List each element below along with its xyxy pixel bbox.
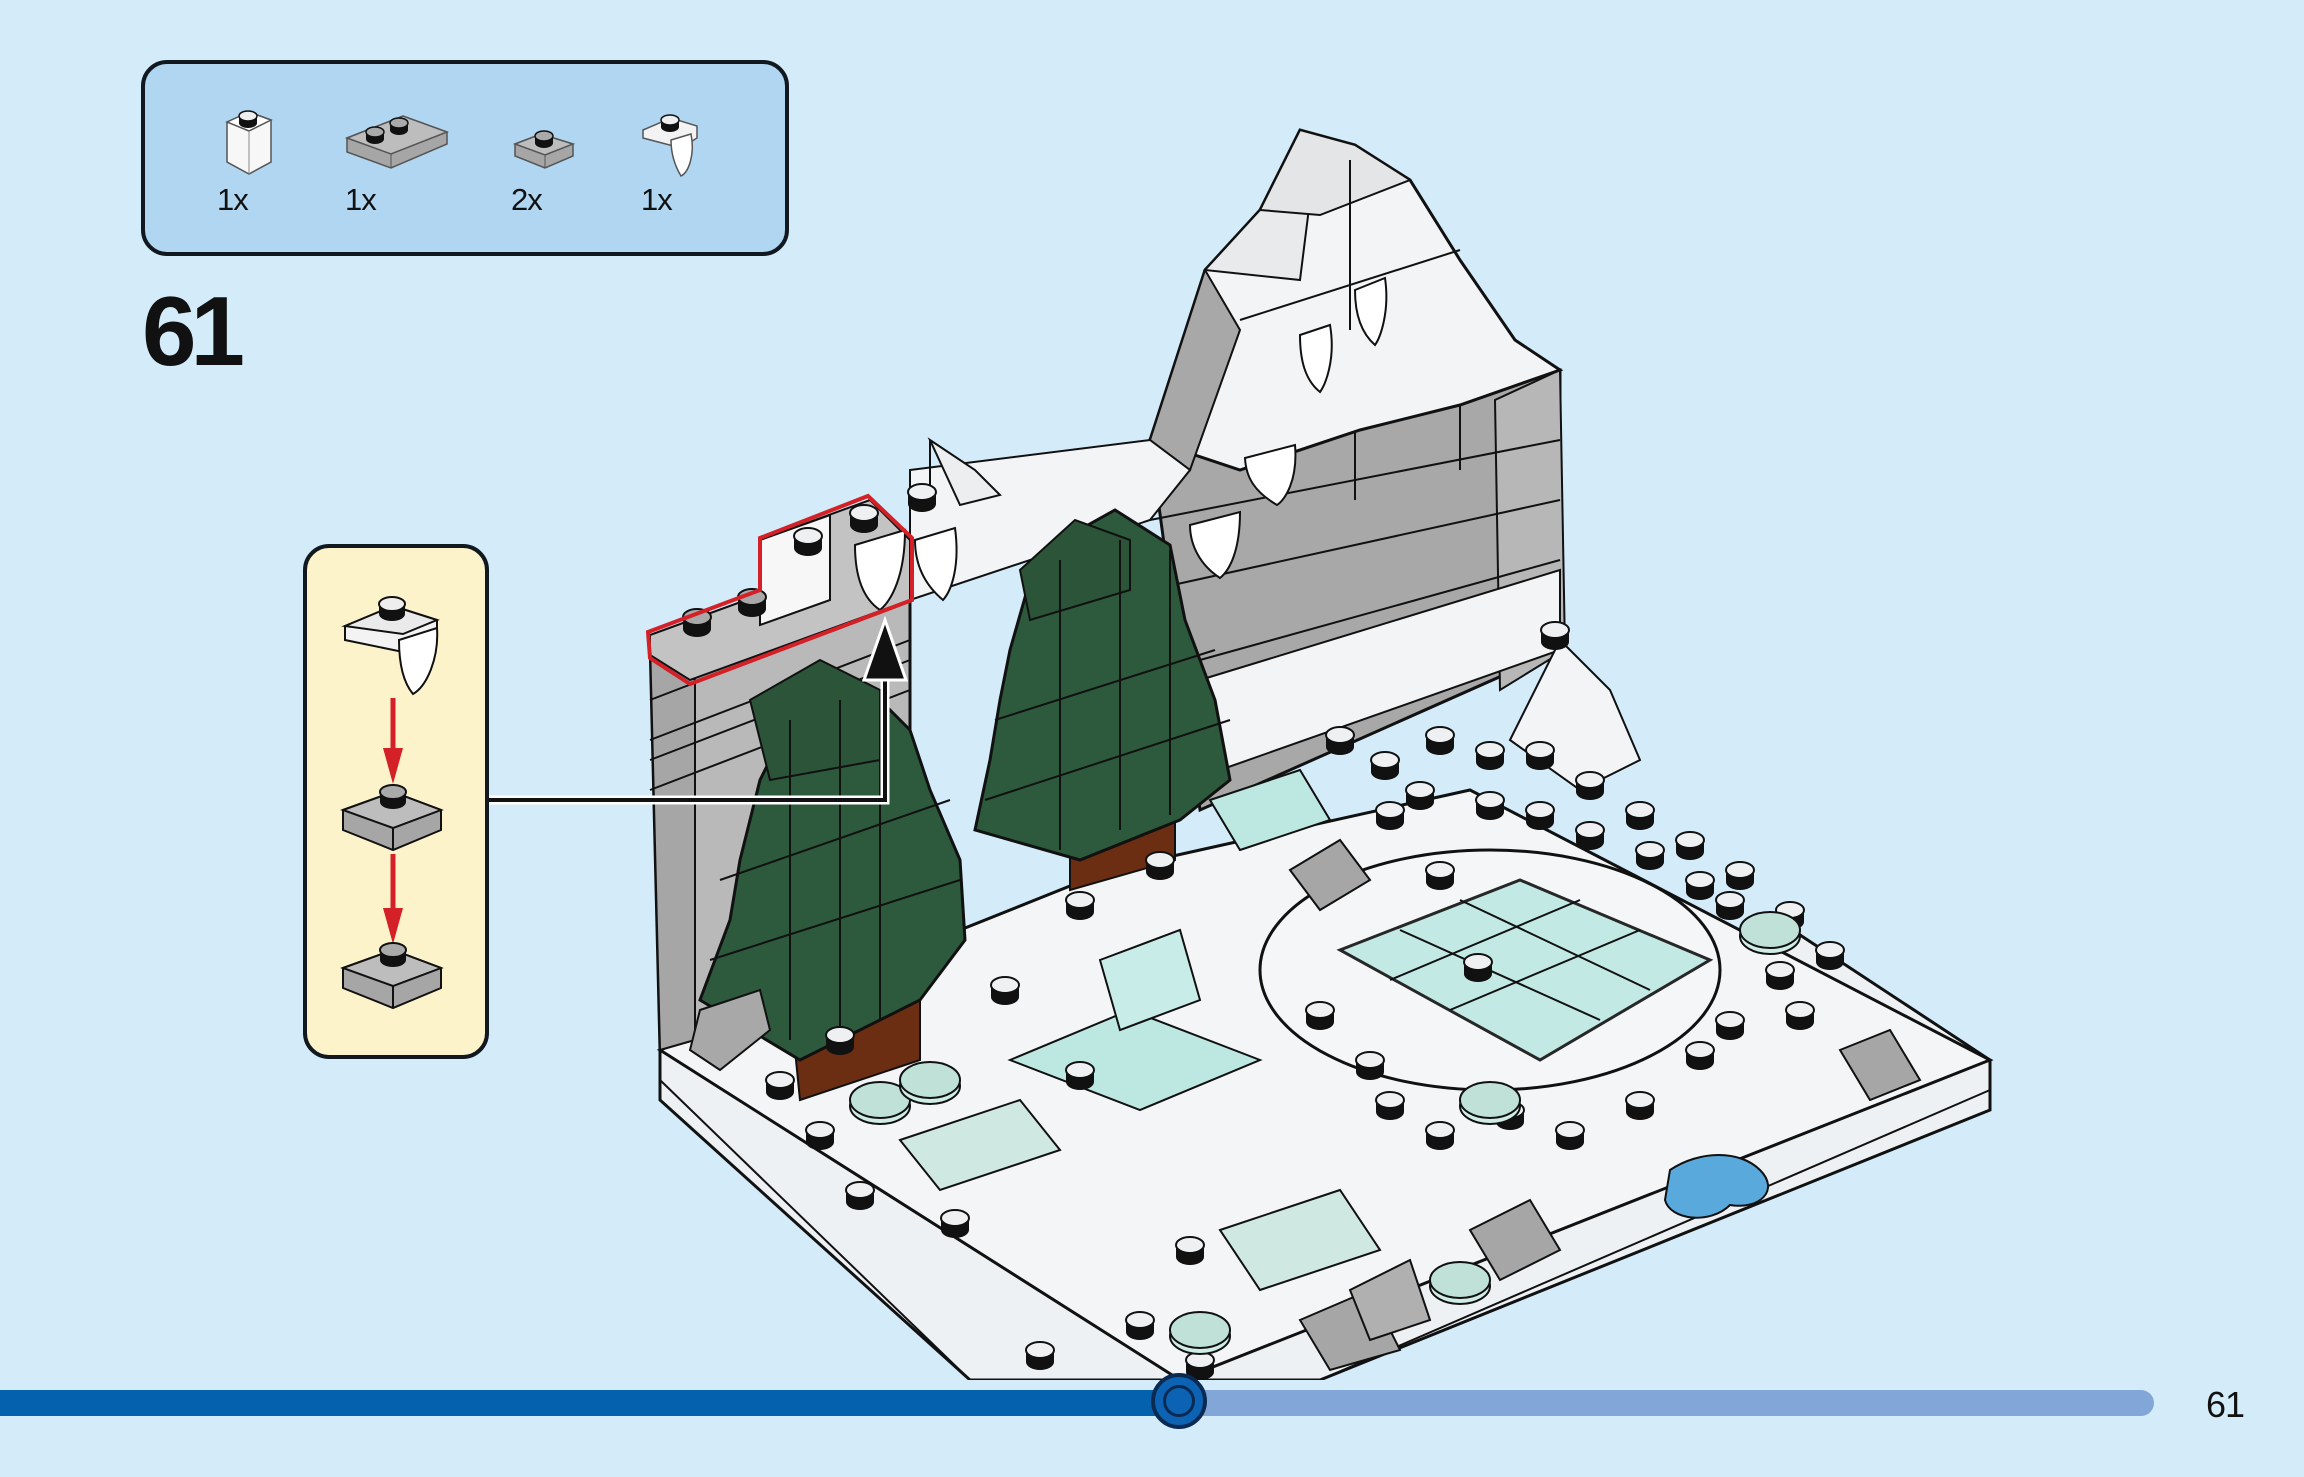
parts-list-callout: 1x 1x 2x	[141, 60, 789, 256]
part-white-brick-1x1: 1x	[217, 104, 327, 234]
progress-knob-ring	[1163, 1385, 1195, 1417]
gray-plate-1x1-icon	[340, 784, 444, 852]
page-number: 61	[2206, 1384, 2245, 1425]
ice-pond	[898, 768, 1770, 1292]
rock-wall	[1148, 128, 1567, 813]
white-tooth-plate-icon	[642, 114, 698, 177]
part-gray-plate-1x2: 1x	[345, 104, 455, 234]
progress-knob	[1151, 1373, 1207, 1429]
part-quantity: 1x	[217, 182, 249, 217]
tree-right	[973, 508, 1232, 892]
part-quantity: 1x	[345, 182, 377, 217]
water-puddle	[1663, 1154, 1770, 1219]
part-white-plate-tooth: 1x	[641, 104, 751, 234]
progress-fill	[0, 1390, 1180, 1416]
red-arrow-icon	[383, 698, 403, 784]
tree-left	[688, 658, 967, 1102]
part-quantity: 1x	[641, 182, 673, 217]
subassembly-callout	[303, 544, 489, 1059]
arrow-up-icon	[861, 615, 909, 682]
subassembly-steps	[340, 596, 444, 1010]
gray-plate-1x1-icon	[340, 942, 444, 1010]
new-parts-highlight	[645, 493, 914, 687]
gray-plate-1x2-icon	[345, 115, 450, 169]
gray-slopes	[1288, 638, 1922, 1372]
white-brick-1x1-icon	[225, 110, 273, 175]
model-illustration	[489, 128, 1994, 1380]
red-arrow-icon	[383, 854, 403, 944]
callout-connector	[489, 615, 909, 805]
part-quantity: 2x	[511, 182, 543, 217]
white-tooth-plate-icon	[341, 596, 440, 696]
step-number: 61	[142, 276, 245, 386]
gray-plate-1x1-icon	[512, 130, 576, 169]
part-gray-plate-1x1: 2x	[511, 104, 621, 234]
